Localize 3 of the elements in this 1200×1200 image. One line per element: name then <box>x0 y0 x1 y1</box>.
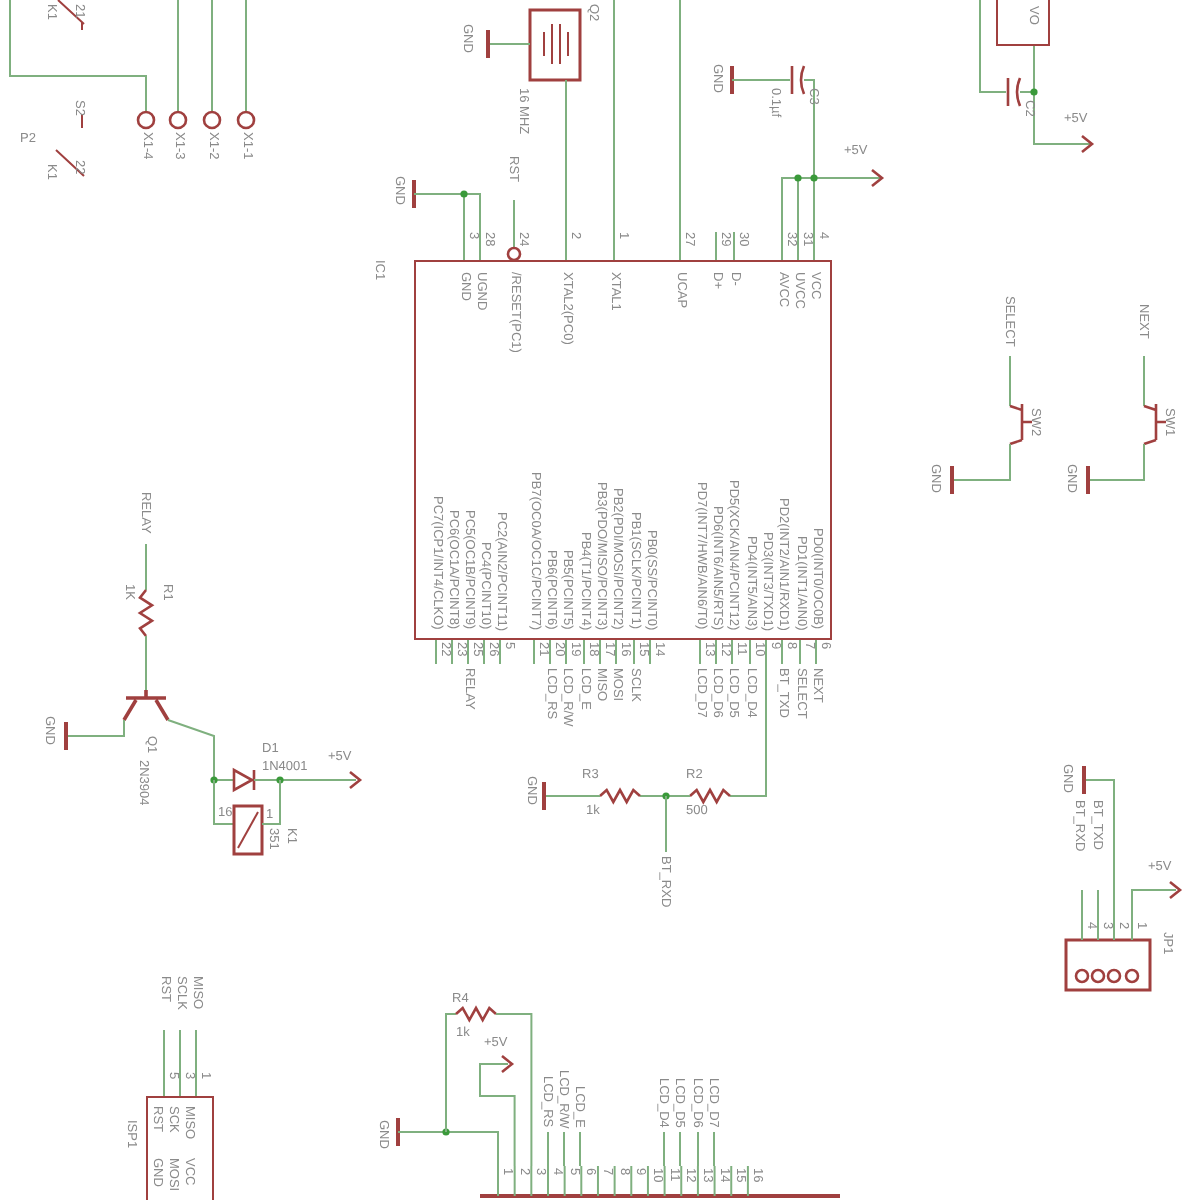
regulator-chip <box>996 0 1050 46</box>
isp-header <box>146 1096 214 1200</box>
microcontroller-chip <box>414 260 832 640</box>
